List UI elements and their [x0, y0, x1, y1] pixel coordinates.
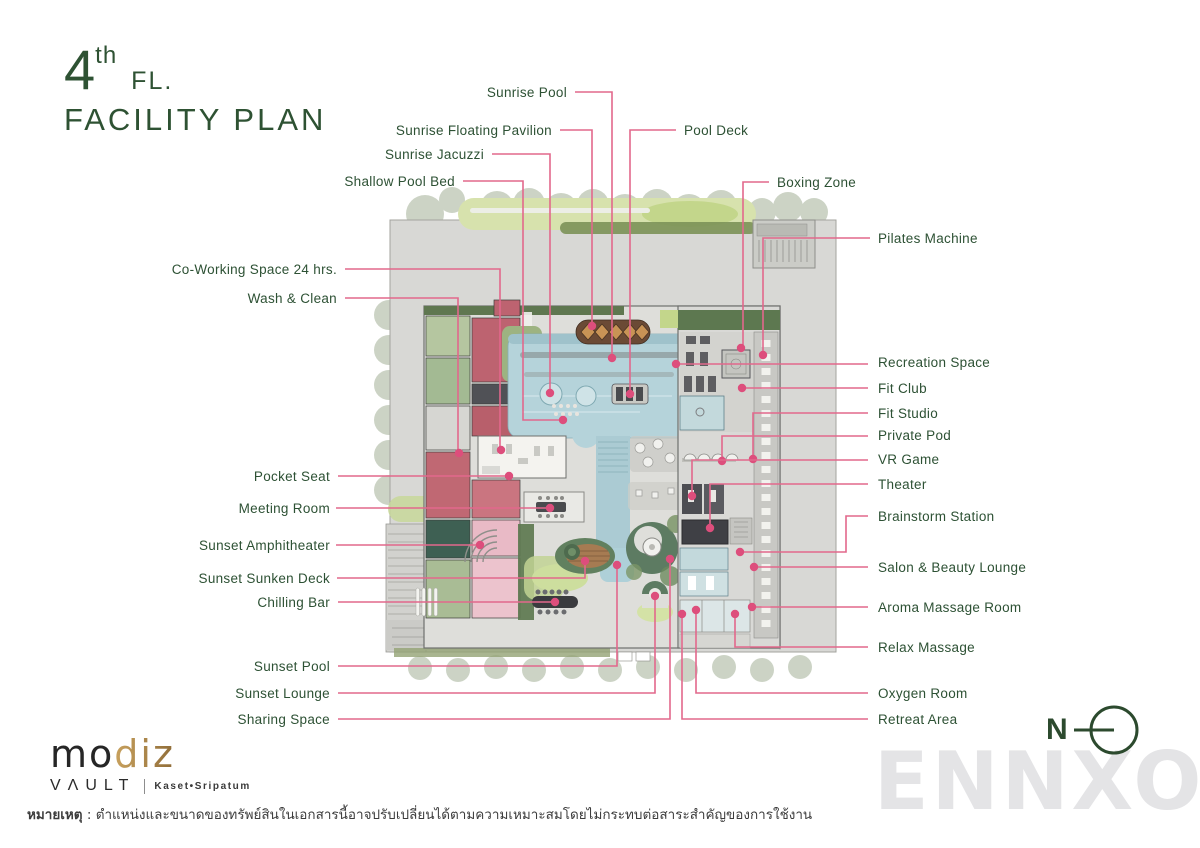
- label-sunrise-floating-pavilion: Sunrise Floating Pavilion: [395, 123, 552, 138]
- top-garden: [458, 198, 756, 234]
- compass-icon: [1073, 705, 1139, 755]
- logo-divider: [144, 778, 146, 794]
- slab-hedge: [424, 306, 624, 315]
- label-sharing-space: Sharing Space: [237, 712, 330, 727]
- label-pocket-seat: Pocket Seat: [253, 469, 330, 484]
- label-oxygen-room: Oxygen Room: [878, 686, 968, 701]
- co-working-room: [477, 435, 567, 479]
- label-relax-massage: Relax Massage: [878, 640, 975, 655]
- sunset-garden: [524, 515, 685, 622]
- label-sunset-pool: Sunset Pool: [253, 659, 330, 674]
- label-recreation-space: Recreation Space: [878, 355, 991, 370]
- label-sunset-lounge: Sunset Lounge: [235, 686, 330, 701]
- label-wash-and-clean: Wash & Clean: [247, 291, 337, 306]
- label-chilling-bar: Chilling Bar: [257, 595, 330, 610]
- label-pool-deck: Pool Deck: [684, 123, 749, 138]
- label-private-pod: Private Pod: [878, 428, 952, 443]
- footnote: หมายเหตุ : ตำแหน่งและขนาดของทรัพย์สินในเ…: [27, 803, 812, 825]
- logo-vault: VΛULT: [50, 777, 136, 794]
- title-line2: FACILITY PLAN: [64, 102, 327, 137]
- label-pilates-machine: Pilates Machine: [878, 231, 978, 246]
- leader-lines: [336, 91, 870, 720]
- label-sunrise-jacuzzi: Sunrise Jacuzzi: [384, 147, 484, 162]
- label-brainstorm-station: Brainstorm Station: [878, 509, 995, 524]
- label-sunset-amphitheater: Sunset Amphitheater: [198, 538, 330, 553]
- label-boxing-zone: Boxing Zone: [777, 175, 857, 190]
- logo-text-mo: mo: [50, 732, 115, 776]
- label-meeting-room: Meeting Room: [238, 501, 330, 516]
- brand-logo: modiz VΛULT Kaset•Sripatum: [50, 735, 251, 795]
- label-retreat-area: Retreat Area: [878, 712, 958, 727]
- label-sunset-sunken-deck: Sunset Sunken Deck: [198, 571, 330, 586]
- boxing-deck: [752, 219, 816, 269]
- label-theater: Theater: [878, 477, 927, 492]
- floor-number: 4: [64, 38, 96, 101]
- footnote-label: หมายเหตุ: [27, 807, 83, 823]
- label-aroma-massage-room: Aroma Massage Room: [878, 600, 1022, 615]
- page-title: 4thFL. FACILITY PLAN: [64, 38, 327, 137]
- label-co-working-space: Co-Working Space 24 hrs.: [171, 262, 337, 277]
- watermark: ENNXO: [874, 735, 1200, 828]
- label-fit-studio: Fit Studio: [878, 406, 939, 421]
- label-vr-game: VR Game: [878, 452, 940, 467]
- label-shallow-pool-bed: Shallow Pool Bed: [344, 174, 455, 189]
- label-sunrise-pool: Sunrise Pool: [486, 85, 567, 100]
- floating-pavilion: [575, 319, 651, 345]
- footnote-text: : ตำแหน่งและขนาดของทรัพย์สินในเอกสารนี้อ…: [82, 807, 813, 823]
- compass-north-letter: N: [1046, 713, 1068, 746]
- sharing-space-furniture: [628, 436, 684, 510]
- meeting-room-shape: [523, 491, 585, 523]
- label-fit-club: Fit Club: [878, 381, 927, 396]
- label-salon-beauty-lounge: Salon & Beauty Lounge: [878, 560, 1027, 575]
- logo-tagline: Kaset•Sripatum: [154, 780, 251, 792]
- north-compass: N: [1046, 702, 1142, 758]
- logo-text-diz: diz: [114, 732, 175, 776]
